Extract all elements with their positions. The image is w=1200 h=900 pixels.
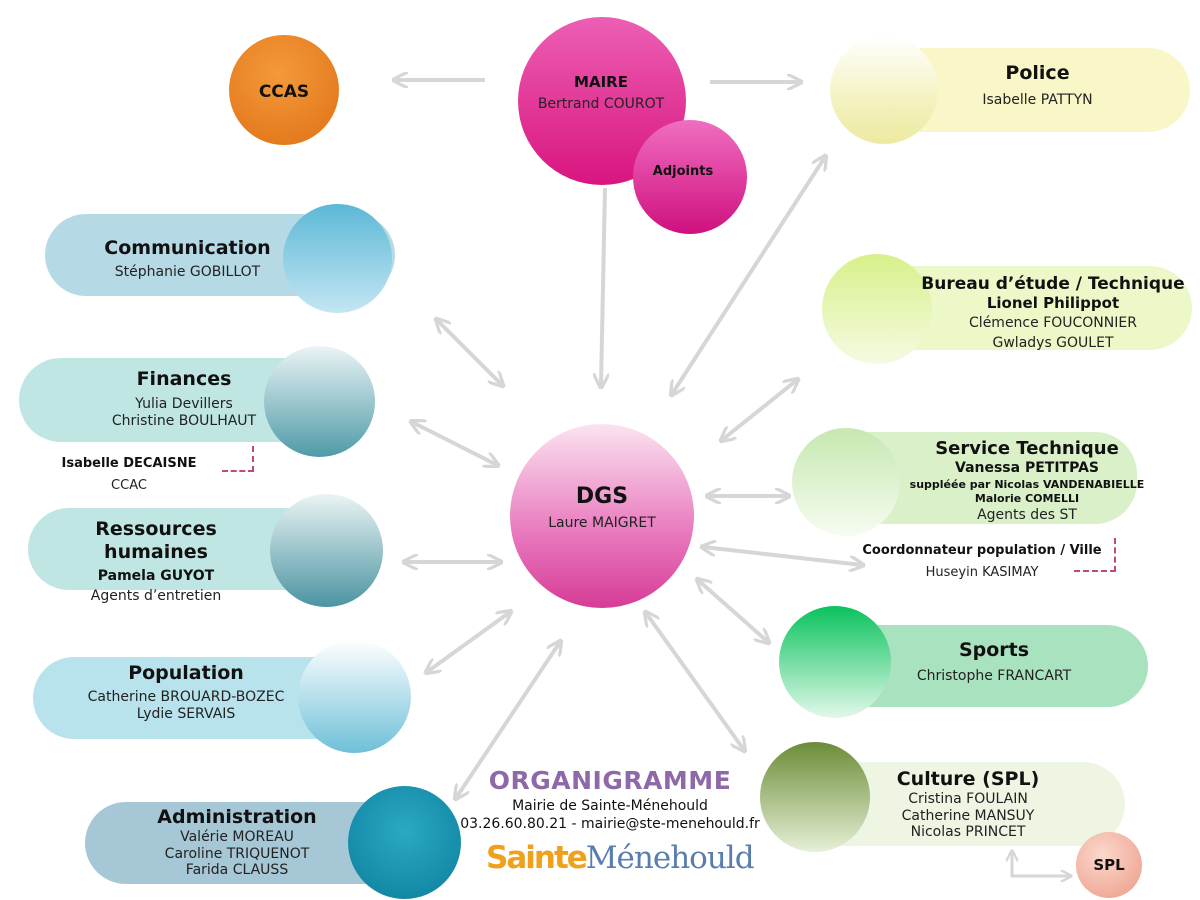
contact-info: 03.26.60.80.21 - mairie@ste-menehould.fr [460, 816, 760, 832]
population-name: Catherine BROUARD-BOZEC [87, 688, 285, 705]
maire-box: MAIRE Bertrand COUROT [525, 73, 677, 113]
arrow-bureau-dgs [722, 380, 797, 440]
service-technique-note: suppléée par Nicolas VANDENABIELLE [909, 478, 1145, 492]
coordonnateur-name: Huseyin KASIMAY [925, 564, 1039, 580]
service-technique-name: Agents des ST [977, 506, 1077, 523]
adjoints-title: Adjoints [652, 164, 714, 179]
communication-circle [283, 204, 392, 313]
service-technique-lead: Vanessa PETITPAS [955, 459, 1099, 476]
culture-name: Catherine MANSUY [901, 807, 1035, 824]
arrow-coordonnateur-dgs [703, 547, 862, 565]
bureau-lead: Lionel Philippot [986, 294, 1120, 313]
population-circle [298, 640, 411, 753]
sports-circle [779, 606, 891, 718]
finances-box: Finances Yulia Devillers Christine BOULH… [80, 368, 288, 429]
ccac-box: Isabelle DECAISNE CCAC [50, 456, 208, 493]
logo-part-menehould: Ménehould [585, 840, 755, 876]
ccac-dashed-connector [222, 446, 254, 472]
rh-circle [270, 494, 383, 607]
sports-title: Sports [958, 639, 1030, 661]
population-title: Population [128, 662, 244, 684]
bureau-title: Bureau d’étude / Technique [921, 274, 1185, 294]
arrow-culture-dgs [646, 613, 744, 750]
administration-circle [348, 786, 461, 899]
arrow-sports-dgs [698, 580, 768, 642]
ccas-box: CCAS [229, 82, 339, 102]
communication-title: Communication [104, 237, 271, 259]
rh-name: Agents d’entretien [90, 588, 222, 605]
culture-name: Nicolas PRINCET [910, 824, 1026, 841]
coordonnateur-box: Coordonnateur population / Ville Huseyin… [862, 543, 1102, 580]
service-technique-circle [792, 428, 900, 536]
communication-name: Stéphanie GOBILLOT [114, 263, 261, 280]
rh-box: Ressources humaines Pamela GUYOT Agents … [45, 518, 267, 605]
police-title: Police [1005, 62, 1070, 84]
arrow-administration-dgs [456, 642, 560, 798]
sports-name: Christophe FRANCART [916, 667, 1072, 684]
administration-name: Caroline TRIQUENOT [164, 845, 310, 862]
bureau-circle [822, 254, 932, 364]
police-name: Isabelle PATTYN [982, 91, 1093, 108]
arrow-population-dgs [427, 612, 510, 672]
bureau-box: Bureau d’étude / Technique Lionel Philip… [918, 274, 1188, 352]
police-circle [830, 36, 938, 144]
service-technique-title: Service Technique [935, 438, 1119, 459]
rh-title: Ressources humaines [95, 518, 217, 563]
maire-title: MAIRE [574, 73, 628, 91]
adjoints-box: Adjoints [633, 164, 733, 180]
dgs-circle [510, 424, 694, 608]
page-title: ORGANIGRAMME [488, 766, 732, 795]
dgs-box: DGS Laure MAIGRET [520, 484, 684, 532]
adjoints-circle [633, 120, 747, 234]
culture-box: Culture (SPL) Cristina FOULAIN Catherine… [880, 768, 1056, 841]
administration-box: Administration Valérie MOREAU Caroline T… [143, 806, 331, 879]
administration-title: Administration [157, 806, 317, 828]
finances-title: Finances [136, 368, 232, 390]
service-technique-box: Service Technique Vanessa PETITPAS suppl… [897, 438, 1157, 524]
ccas-circle [229, 35, 339, 145]
ccac-name: Isabelle DECAISNE [61, 456, 197, 471]
spl-box: SPL [1076, 856, 1142, 874]
coordonnateur-title: Coordonnateur population / Ville [862, 543, 1102, 558]
spl-title: SPL [1093, 856, 1125, 874]
culture-name: Cristina FOULAIN [908, 790, 1028, 807]
arrow-culture-spl [1012, 852, 1070, 876]
dgs-title: DGS [575, 484, 629, 509]
dgs-name: Laure MAIGRET [548, 515, 656, 532]
rh-lead: Pamela GUYOT [97, 567, 215, 584]
arrow-finances-dgs [412, 422, 497, 465]
maire-name: Bertrand COUROT [537, 96, 665, 112]
town-logo: SainteMénehould [486, 840, 755, 876]
ccac-title: CCAC [111, 477, 147, 493]
administration-name: Valérie MOREAU [180, 828, 294, 845]
culture-circle [760, 742, 870, 852]
arrow-maire-dgs [601, 187, 605, 386]
bureau-name: Clémence FOUCONNIER [969, 315, 1137, 332]
coordonnateur-dashed-connector [1074, 538, 1116, 572]
bureau-name: Gwladys GOULET [992, 335, 1114, 352]
police-box: Police Isabelle PATTYN [935, 62, 1140, 109]
spl-circle [1076, 832, 1142, 898]
administration-name: Farida CLAUSS [185, 862, 289, 879]
communication-box: Communication Stéphanie GOBILLOT [95, 237, 280, 281]
page-subtitle: Mairie de Sainte-Ménehould [512, 798, 708, 814]
population-box: Population Catherine BROUARD-BOZEC Lydie… [80, 662, 292, 722]
finances-name: Christine BOULHAUT [111, 412, 257, 429]
service-technique-note: Malorie COMELLI [974, 491, 1080, 505]
finances-circle [264, 346, 375, 457]
arrow-police-dgs [672, 157, 825, 394]
ccas-title: CCAS [258, 82, 310, 102]
finances-name: Yulia Devillers [135, 395, 233, 412]
arrow-communication-dgs [437, 320, 502, 385]
culture-title: Culture (SPL) [896, 768, 1040, 790]
logo-part-sainte: Sainte [486, 840, 588, 876]
population-name: Lydie SERVAIS [136, 705, 236, 722]
sports-box: Sports Christophe FRANCART [912, 639, 1076, 685]
